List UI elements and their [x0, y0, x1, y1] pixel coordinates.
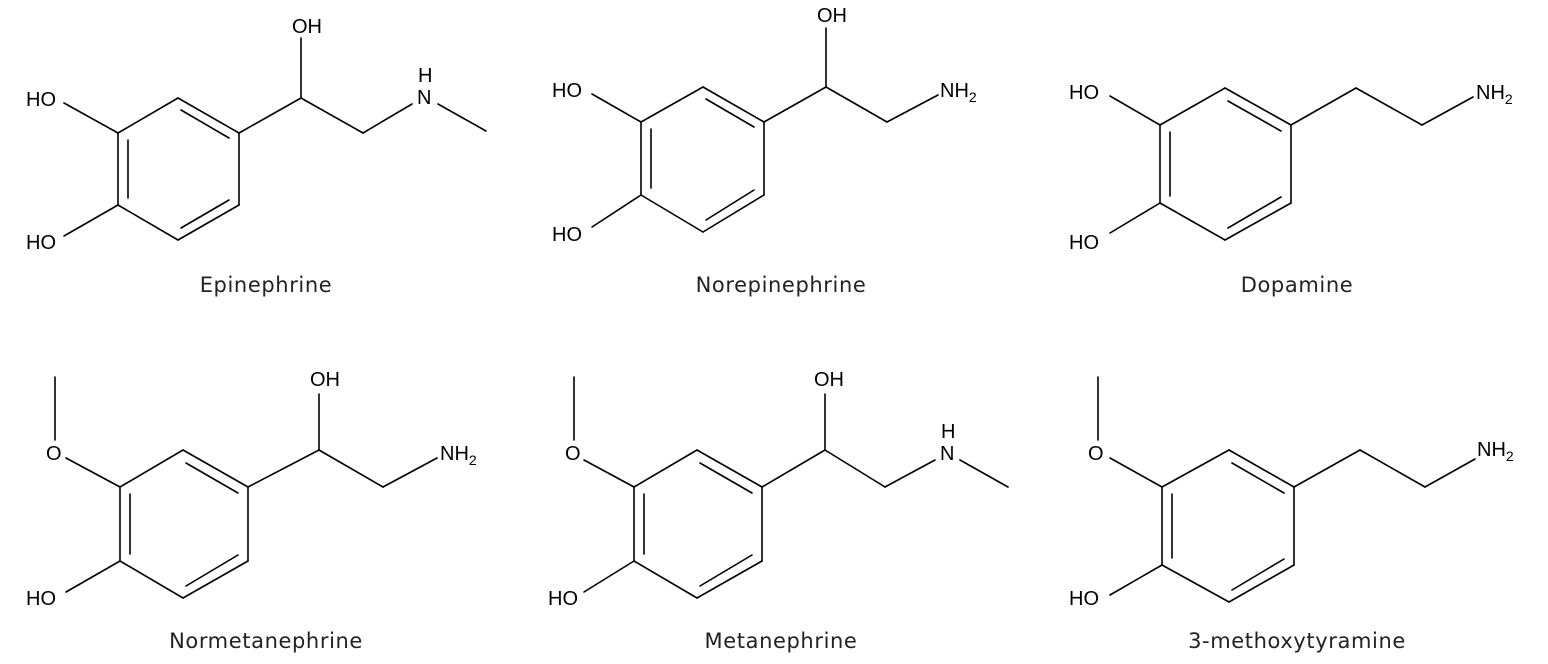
hydroxyl-label: HO	[1069, 588, 1099, 610]
methoxy-oxygen-label: O	[1088, 443, 1104, 465]
molecule-norepinephrine: OH HO HO NH2 Norepinephrine	[552, 5, 977, 297]
molecule-name: 3-methoxytyramine	[1188, 629, 1406, 653]
amine-label: N	[940, 443, 954, 465]
hydroxyl-label: HO	[552, 224, 582, 246]
methoxy-oxygen-label: O	[46, 443, 62, 465]
molecule-3-methoxytyramine: O HO NH2 3-methoxytyramine	[1069, 376, 1514, 653]
molecule-metanephrine: OH O HO H N Metanephrine	[548, 369, 1009, 653]
amine-label: N	[417, 87, 431, 109]
hydroxyl-label: HO	[552, 80, 582, 102]
hydroxyl-label: HO	[26, 588, 56, 610]
hydroxyl-label: HO	[1069, 82, 1099, 104]
molecule-name: Epinephrine	[200, 273, 333, 297]
molecule-name: Metanephrine	[705, 629, 858, 653]
molecule-epinephrine: OH HO HO H N Epinephrine	[26, 16, 487, 297]
amine-label: NH2	[440, 443, 477, 468]
hydroxyl-label: HO	[548, 588, 578, 610]
normetanephrine-bonds	[54, 376, 438, 599]
epinephrine-bonds	[63, 37, 487, 241]
molecule-name: Dopamine	[1241, 273, 1354, 297]
hydroxyl-label: OH	[814, 369, 844, 391]
amine-label: NH2	[940, 80, 977, 105]
hydroxyl-label: OH	[310, 369, 340, 391]
hydroxyl-label: OH	[817, 5, 847, 27]
amine-hydrogen-label: H	[941, 421, 955, 443]
hydroxyl-label: HO	[1069, 232, 1099, 254]
molecule-name: Norepinephrine	[696, 273, 867, 297]
hydroxyl-label: OH	[292, 16, 322, 38]
molecule-name: Normetanephrine	[169, 629, 363, 653]
molecule-normetanephrine: OH O HO NH2 Normetanephrine	[26, 369, 477, 653]
amine-label: NH2	[1476, 82, 1513, 107]
metanephrine-bonds	[573, 376, 1009, 599]
dopamine-bonds	[1109, 87, 1474, 241]
amine-hydrogen-label: H	[418, 65, 432, 87]
methoxytyramine-bonds	[1097, 376, 1476, 603]
hydroxyl-label: HO	[26, 232, 56, 254]
methoxy-oxygen-label: O	[565, 443, 581, 465]
hydroxyl-label: HO	[26, 89, 56, 111]
norepinephrine-bonds	[591, 27, 939, 233]
amine-label: NH2	[1477, 439, 1514, 464]
molecule-dopamine: HO HO NH2 Dopamine	[1069, 82, 1513, 297]
